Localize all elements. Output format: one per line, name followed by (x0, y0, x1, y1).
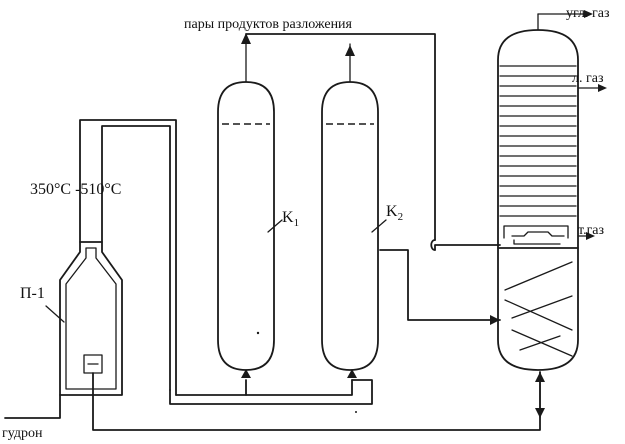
feed-label: гудрон (2, 426, 43, 441)
arrow-heavy-gas (586, 232, 595, 240)
fractionating-column (497, 10, 607, 419)
arrow-gas-out (584, 10, 593, 18)
coke-chamber-k1 (217, 33, 283, 371)
transfer-line (79, 119, 177, 396)
k1-label: K1 (282, 209, 299, 229)
gas-hydrocarbon-label: угл. газ (566, 6, 610, 21)
arrow-into-k2 (347, 369, 357, 378)
arrow-column-bottom (535, 372, 545, 382)
light-gas-label: л. газ (572, 71, 604, 86)
arrow-k2-vapor (345, 45, 355, 56)
vapor-header (245, 33, 501, 325)
k2-label: K2 (386, 203, 403, 223)
furnace-label: П-1 (20, 285, 45, 302)
feed-line (4, 371, 541, 431)
distribution-line (169, 369, 373, 405)
arrow-light-gas (598, 84, 607, 92)
arrow-into-column (490, 315, 500, 325)
arrow-k1-vapor (241, 33, 251, 44)
column-trays (499, 65, 577, 217)
arrow-column-bottom-down (535, 408, 545, 418)
furnace-p1 (59, 241, 123, 396)
coke-chamber-k2 (321, 43, 387, 371)
vapors-label: пары продуктов разложения (184, 17, 353, 32)
column-baffles (504, 261, 573, 357)
arrow-into-k1 (241, 369, 251, 378)
temperature-label: 350°C -510°C (30, 181, 121, 198)
heavy-gas-label: т.газ (578, 223, 605, 238)
